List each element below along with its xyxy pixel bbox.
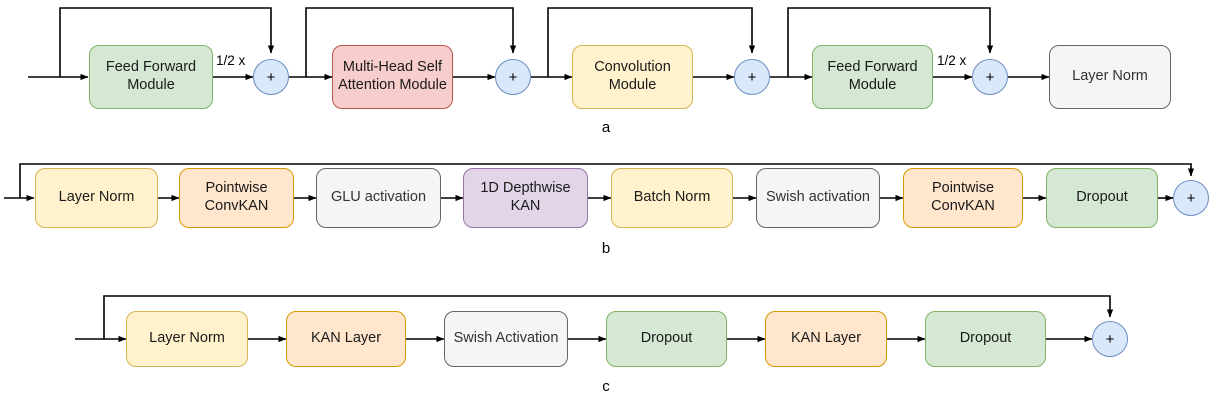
row-c-layer-norm[interactable]: Layer Norm — [126, 311, 248, 367]
row-a-layer-norm[interactable]: Layer Norm — [1049, 45, 1171, 109]
row-c-label: c — [602, 378, 610, 395]
row-b-swish-activation[interactable]: Swish activation — [756, 168, 880, 228]
row-b-layer-norm[interactable]: Layer Norm — [35, 168, 158, 228]
row-c-dropout-1[interactable]: Dropout — [606, 311, 727, 367]
row-a-convolution-module[interactable]: Convolution Module — [572, 45, 693, 109]
row-a-feed-forward-module-2[interactable]: Feed Forward Module — [812, 45, 933, 109]
row-a-feed-forward-module-1[interactable]: Feed Forward Module — [89, 45, 213, 109]
row-a-adder-4[interactable]: + — [972, 59, 1008, 95]
row-b-batch-norm[interactable]: Batch Norm — [611, 168, 733, 228]
row-b-adder[interactable]: + — [1173, 180, 1209, 216]
row-b-pointwise-convkan-2[interactable]: Pointwise ConvKAN — [903, 168, 1023, 228]
row-b-depthwise-kan-1d[interactable]: 1D Depthwise KAN — [463, 168, 588, 228]
row-a-adder-2[interactable]: + — [495, 59, 531, 95]
row-b-label: b — [601, 240, 611, 257]
row-c-swish-activation[interactable]: Swish Activation — [444, 311, 568, 367]
row-a-half-scale-label-2: 1/2 x — [937, 53, 967, 68]
row-a-multi-head-self-attention-module[interactable]: Multi-Head Self Attention Module — [332, 45, 453, 109]
row-b-dropout[interactable]: Dropout — [1046, 168, 1158, 228]
row-a-half-scale-label-1: 1/2 x — [216, 53, 246, 68]
row-b-glu-activation[interactable]: GLU activation — [316, 168, 441, 228]
row-b-pointwise-convkan-1[interactable]: Pointwise ConvKAN — [179, 168, 294, 228]
row-c-kan-layer-2[interactable]: KAN Layer — [765, 311, 887, 367]
row-a-adder-3[interactable]: + — [734, 59, 770, 95]
row-a-label: a — [601, 119, 611, 136]
row-c-dropout-2[interactable]: Dropout — [925, 311, 1046, 367]
row-c-adder[interactable]: + — [1092, 321, 1128, 357]
row-c-kan-layer-1[interactable]: KAN Layer — [286, 311, 406, 367]
row-a-adder-1[interactable]: + — [253, 59, 289, 95]
